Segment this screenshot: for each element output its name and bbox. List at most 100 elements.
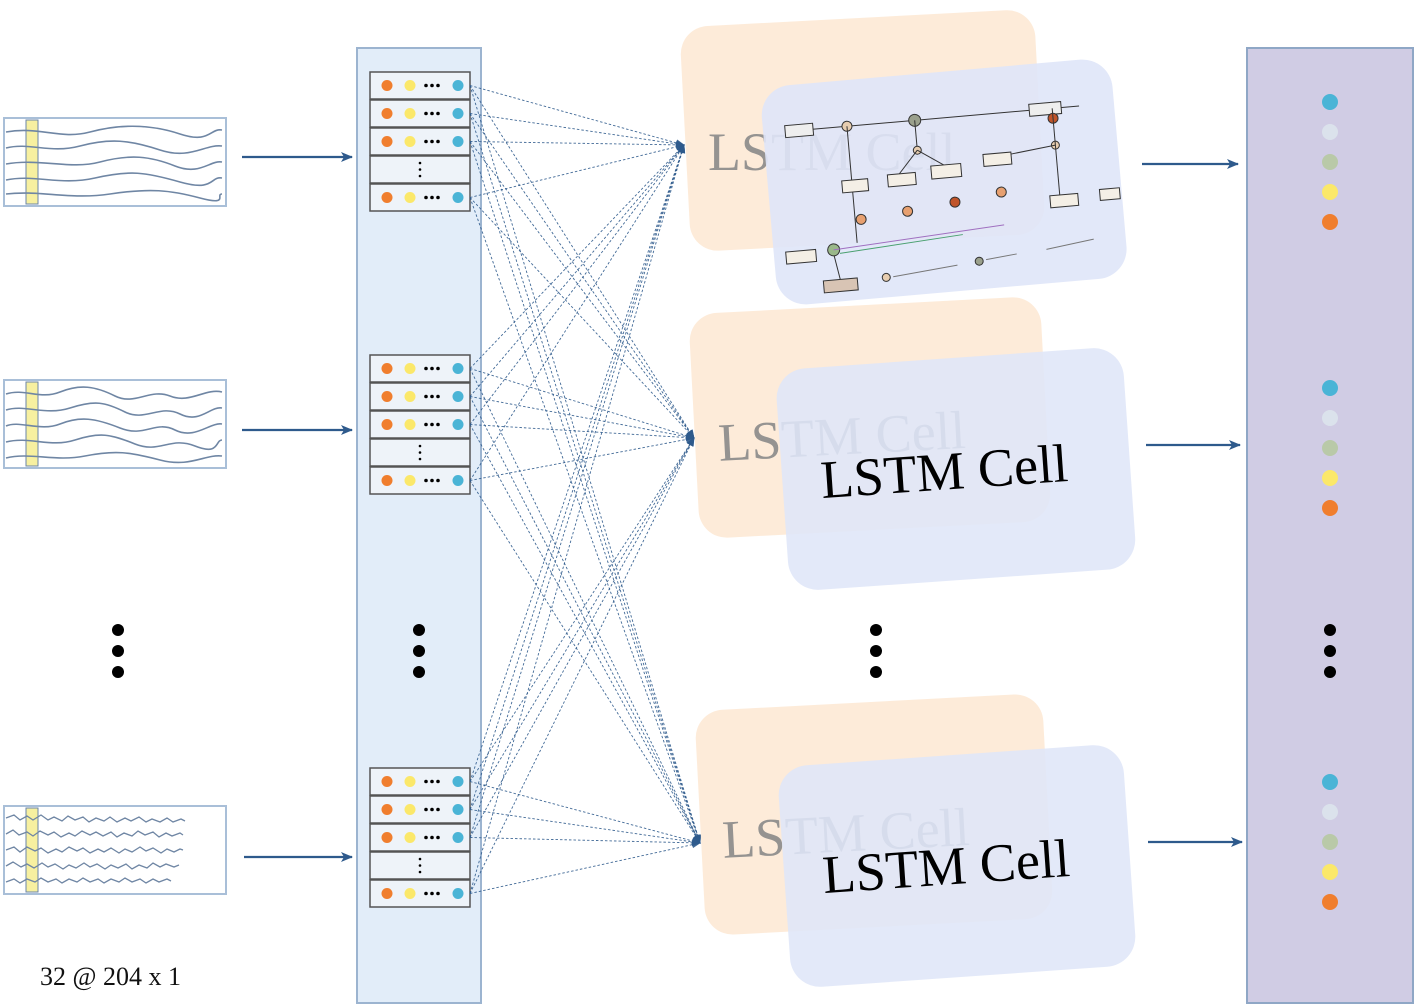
connection-line xyxy=(469,144,685,481)
orange-dot xyxy=(381,363,393,374)
orange-dot xyxy=(381,776,393,787)
connection-line xyxy=(469,144,685,810)
more-dot xyxy=(430,83,434,88)
more-dot xyxy=(424,807,428,812)
connection-line xyxy=(469,424,701,844)
feature-group-1 xyxy=(369,71,471,212)
blue-dot xyxy=(452,776,464,787)
connection-line xyxy=(469,144,685,369)
connection-line xyxy=(469,113,685,148)
more-dot xyxy=(436,139,440,144)
output-dot-yellow xyxy=(1322,184,1338,200)
connection-line xyxy=(469,480,701,844)
more-dot xyxy=(430,195,434,200)
feature-panel xyxy=(356,47,482,1004)
yellow-dot xyxy=(404,391,416,402)
output-vector-3 xyxy=(1322,774,1338,910)
lstm-front-card-3 xyxy=(778,745,1136,987)
output-dot-orange xyxy=(1322,894,1338,910)
input-signals xyxy=(3,117,227,895)
blue-dot xyxy=(452,363,464,374)
feature-group-3 xyxy=(369,767,471,908)
more-dot xyxy=(436,478,440,483)
connection-line xyxy=(469,396,695,440)
feature-row xyxy=(369,183,471,212)
blue-dot xyxy=(452,419,464,430)
more-dot xyxy=(430,139,434,144)
blue-dot xyxy=(452,888,464,899)
more-dot xyxy=(430,366,434,371)
more-dot xyxy=(424,478,428,483)
orange-dot xyxy=(381,108,393,119)
orange-dot xyxy=(381,80,393,91)
connection-line xyxy=(469,85,702,844)
yellow-dot xyxy=(404,80,416,91)
feature-row-ellipsis xyxy=(369,851,471,880)
connection-line xyxy=(469,437,695,782)
connection-line xyxy=(469,113,701,844)
feature-row xyxy=(369,99,471,128)
lstm-internal-schematic xyxy=(784,100,1121,294)
more-dot xyxy=(430,891,434,896)
connection-line xyxy=(469,368,701,844)
more-dot xyxy=(436,111,440,116)
feature-row xyxy=(369,795,471,824)
output-dot-light_gray xyxy=(1322,804,1338,820)
yellow-dot xyxy=(404,888,416,899)
more-dot xyxy=(436,366,440,371)
more-dot xyxy=(424,83,428,88)
more-dot xyxy=(436,83,440,88)
output-dot-blue xyxy=(1322,94,1338,110)
orange-dot xyxy=(381,419,393,430)
more-dot xyxy=(436,779,440,784)
dense-connections xyxy=(469,85,702,894)
orange-dot xyxy=(381,192,393,203)
feature-group-2 xyxy=(369,354,471,495)
feature-row xyxy=(369,382,471,411)
connection-line xyxy=(469,144,685,838)
feature-row xyxy=(369,823,471,852)
feature-row xyxy=(369,767,471,796)
blue-dot xyxy=(452,192,464,203)
connection-line xyxy=(469,781,701,845)
feature-row xyxy=(369,127,471,156)
feature-row xyxy=(369,410,471,439)
more-dot xyxy=(430,779,434,784)
feature-row xyxy=(369,466,471,495)
blue-dot xyxy=(452,475,464,486)
feature-row xyxy=(369,71,471,100)
output-dot-blue xyxy=(1322,380,1338,396)
output-dot-light_gray xyxy=(1322,410,1338,426)
output-dot-groups xyxy=(1322,94,1338,910)
output-dot-orange xyxy=(1322,214,1338,230)
more-dot xyxy=(430,394,434,399)
yellow-dot xyxy=(404,363,416,374)
orange-dot xyxy=(381,804,393,815)
orange-dot xyxy=(381,832,393,843)
connection-line xyxy=(469,113,695,439)
connection-line xyxy=(469,144,685,782)
output-vector-2 xyxy=(1322,380,1338,516)
input-arrows xyxy=(242,152,353,862)
more-dot xyxy=(430,422,434,427)
connection-line xyxy=(469,437,695,810)
lstm-cell-stack-3: LSTM Cell LSTM Cell xyxy=(695,694,1136,987)
output-dot-light_gray xyxy=(1322,124,1338,140)
eeg-signal-3 xyxy=(3,805,227,895)
feature-row-ellipsis xyxy=(369,155,471,184)
connection-line xyxy=(469,143,685,198)
connection-line xyxy=(469,809,701,846)
more-dot xyxy=(424,366,428,371)
yellow-dot xyxy=(404,475,416,486)
lstm-cell-stack-2: LSTM Cell LSTM Cell xyxy=(689,297,1136,590)
input-shape-caption: 32 @ 204 x 1 xyxy=(40,962,181,991)
more-dot xyxy=(424,139,428,144)
eeg-signal-2 xyxy=(3,379,227,469)
more-dot xyxy=(436,891,440,896)
output-dot-orange xyxy=(1322,500,1338,516)
connection-line xyxy=(469,396,701,844)
output-dot-yellow xyxy=(1322,864,1338,880)
blue-dot xyxy=(452,391,464,402)
connection-line xyxy=(469,85,695,439)
more-dot xyxy=(430,111,434,116)
